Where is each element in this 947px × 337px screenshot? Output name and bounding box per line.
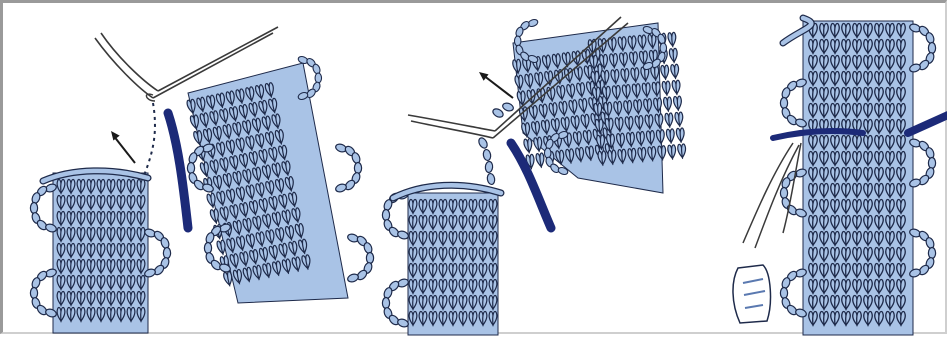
- knitted-swatch-left: [30, 171, 170, 333]
- direction-arrow: [477, 69, 513, 98]
- knitting-illustration: [3, 3, 947, 337]
- direction-arrow: [108, 129, 135, 163]
- knitted-swatch-joined: [780, 18, 935, 335]
- contrast-yarn: [168, 113, 188, 228]
- knitted-swatch-right: [186, 55, 373, 303]
- step-3-panel: [733, 18, 947, 335]
- yarn-weight: [733, 265, 771, 323]
- contrast-yarn: [908, 115, 947, 133]
- knitted-swatch-bottom: [382, 185, 501, 335]
- step-2-panel: [382, 17, 686, 335]
- yarn-path: [143, 103, 155, 178]
- step-1-panel: [30, 27, 373, 333]
- knitted-swatch-top: [512, 18, 686, 193]
- tapestry-needle-and-thread: [743, 143, 801, 248]
